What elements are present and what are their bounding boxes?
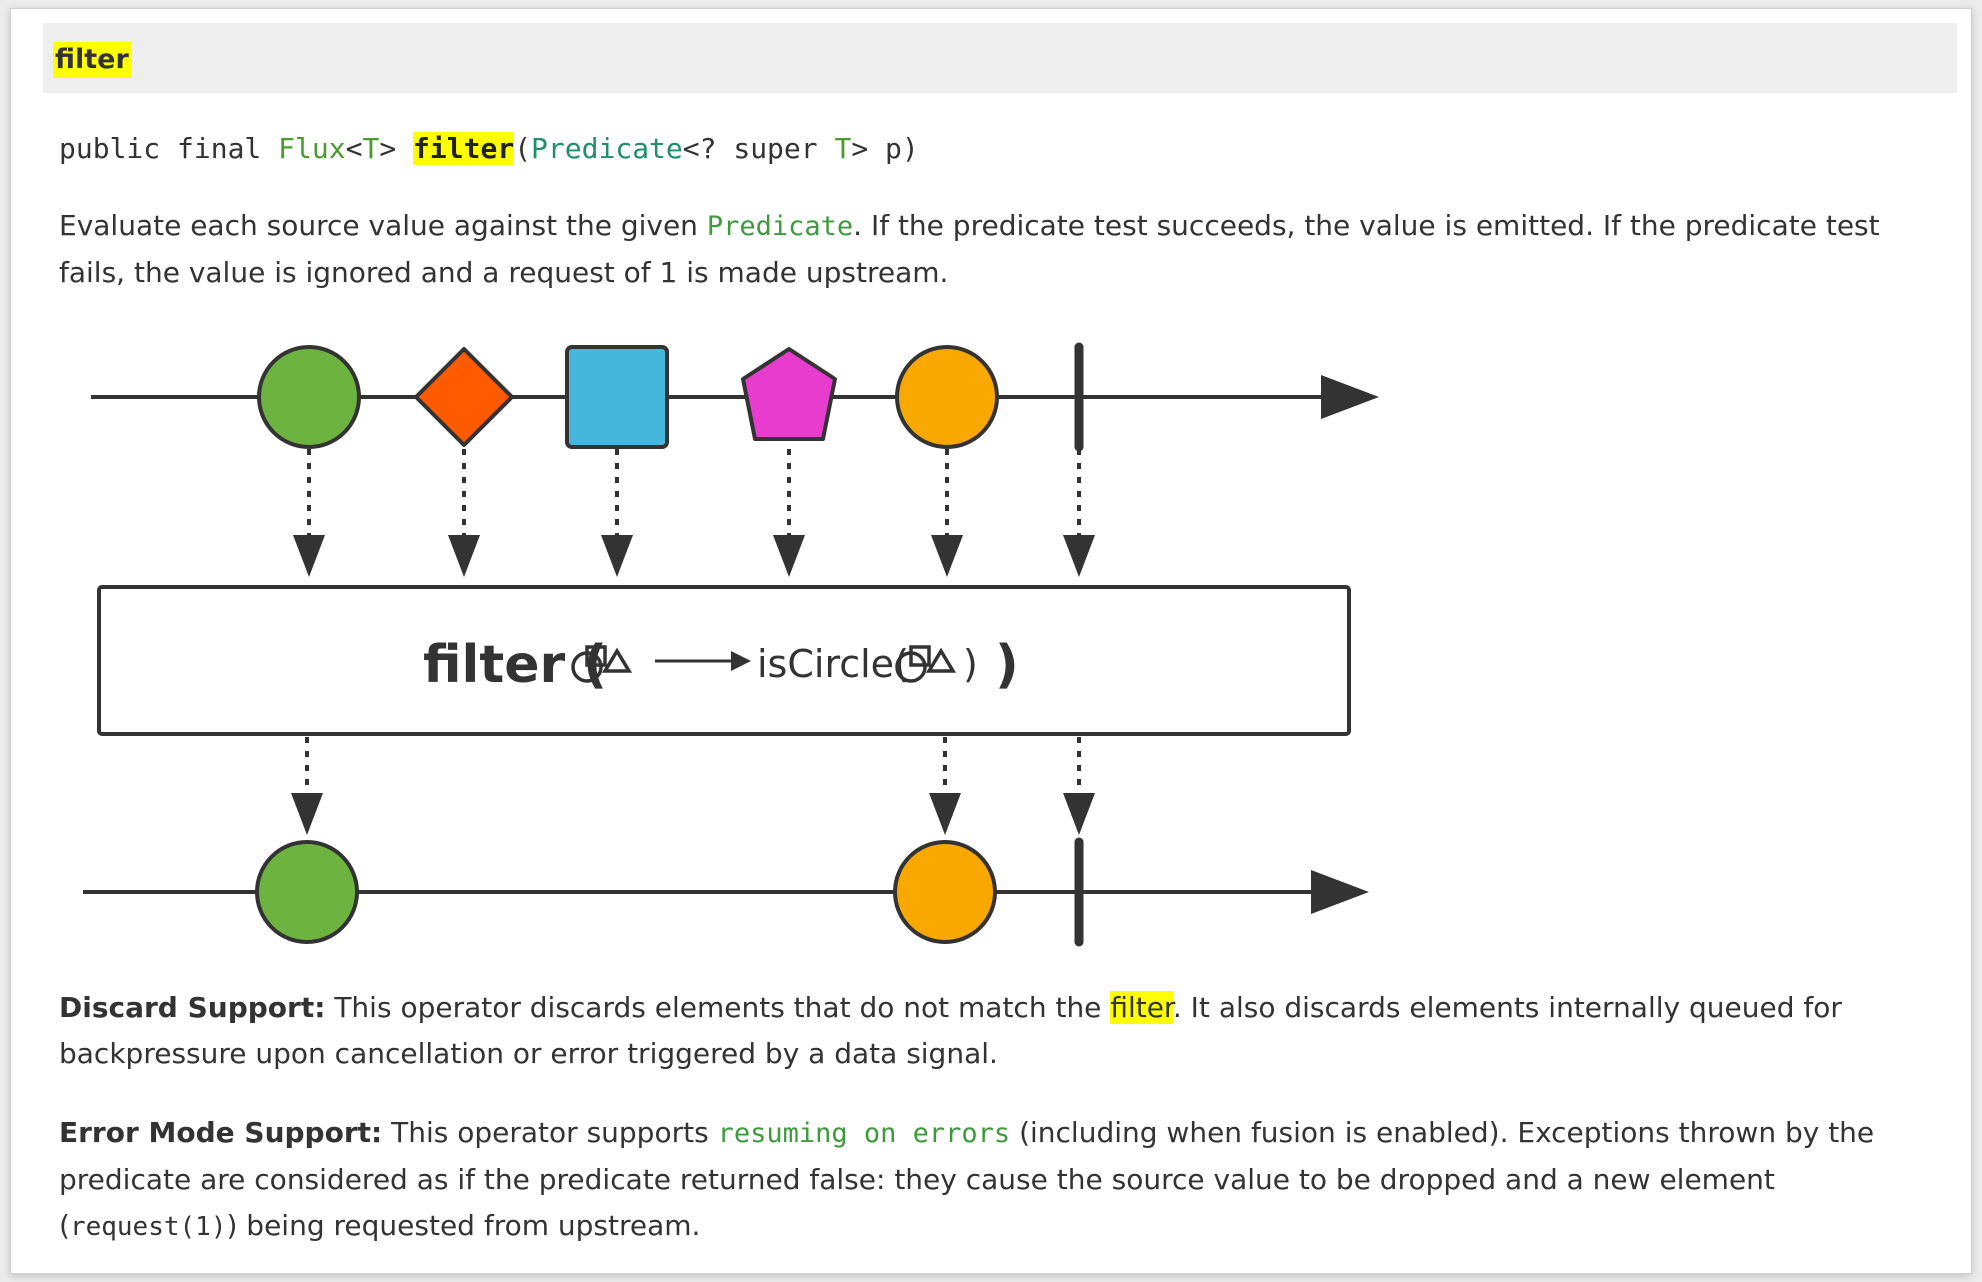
output-dotted-arrows [305, 737, 1081, 793]
operator-close: ) [995, 635, 1019, 695]
sig-close: > p) [851, 132, 919, 165]
error-mode-text-2: (including when fusion is enabled). Exce… [59, 1116, 1875, 1242]
sig-open: ( [514, 132, 532, 165]
sig-modifiers: public final [59, 132, 279, 165]
predicate-link[interactable]: Predicate [706, 211, 854, 242]
marble-diagram: filter ( isCircle( ) ) [83, 342, 1379, 947]
discard-highlight: filter [1110, 991, 1173, 1024]
output-amber-circle [893, 840, 997, 944]
output-green-circle [255, 840, 359, 944]
source-timeline-arrow [1321, 375, 1379, 419]
discard-support-label: Discard Support: [59, 991, 326, 1024]
sig-gt: > [379, 132, 414, 165]
predicate-close: ) [963, 642, 978, 686]
sig-return-type-link[interactable]: Flux [278, 132, 346, 165]
shapes-glyph-icon-2 [895, 645, 957, 683]
source-orange-diamond [414, 347, 514, 447]
sig-wildcard: <? super [682, 132, 835, 165]
shapes-glyph-icon [571, 645, 633, 683]
method-signature: public final Flux<T> filter(Predicate<? … [59, 131, 919, 167]
source-green-circle [257, 345, 361, 449]
method-description: Evaluate each source value against the g… [59, 203, 1939, 296]
description-text-2: . If the predicate test succeeds, the va… [59, 209, 1880, 289]
error-mode-paragraph: Error Mode Support: This operator suppor… [59, 1110, 1939, 1250]
page-frame: filter public final Flux<T> filter(Predi… [10, 8, 1972, 1274]
sig-method-name: filter [413, 132, 515, 165]
description-text-1: Evaluate each source value against the g… [59, 209, 707, 242]
discard-support-paragraph: Discard Support: This operator discards … [59, 985, 1939, 1077]
error-mode-text-3: ) being requested from upstream. [226, 1209, 701, 1242]
sig-lt: < [345, 132, 363, 165]
method-title: filter [53, 42, 131, 78]
discard-text-1: This operator discards elements that do … [325, 991, 1111, 1024]
resuming-on-errors-link[interactable]: resuming on errors [717, 1118, 1011, 1149]
request-code: request(1) [69, 1212, 227, 1242]
method-header: filter [43, 23, 1957, 93]
sig-param-type-link[interactable]: Predicate [531, 132, 683, 165]
source-blue-square [565, 345, 669, 449]
predicate-label: isCircle( [757, 642, 909, 686]
error-mode-text-1: This operator supports [382, 1116, 718, 1149]
output-timeline-arrow [1311, 870, 1369, 914]
discard-text-2: . It also discards elements internally q… [59, 991, 1842, 1070]
source-dotted-arrows [307, 449, 1081, 535]
source-amber-circle [895, 345, 999, 449]
sig-type-param-2: T [834, 132, 852, 165]
operator-label: filter ( [423, 635, 607, 695]
source-magenta-pentagon [741, 347, 837, 441]
predicate-arrowhead [731, 651, 751, 671]
output-arrowheads [291, 793, 1095, 835]
error-mode-label: Error Mode Support: [59, 1116, 383, 1149]
sig-type-param: T [362, 132, 380, 165]
source-arrowheads [293, 535, 1095, 577]
